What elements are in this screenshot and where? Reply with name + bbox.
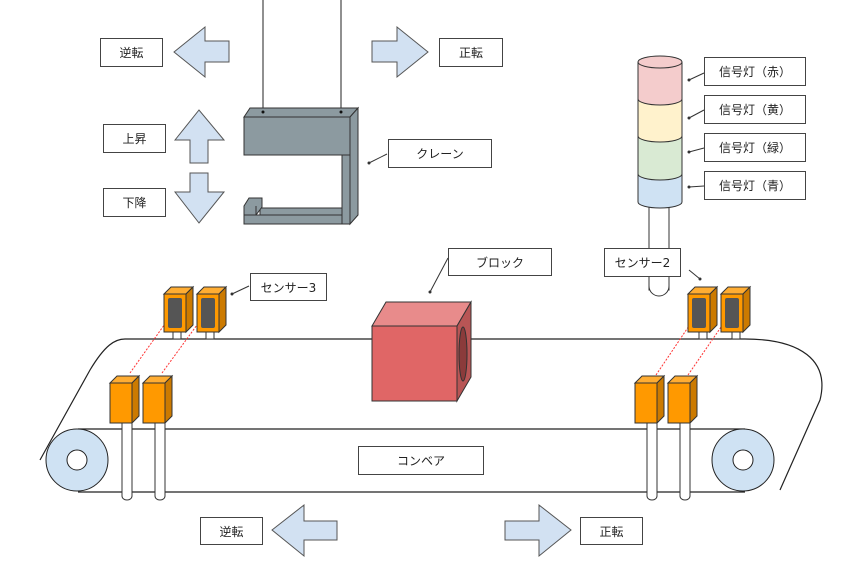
block [371, 300, 472, 403]
signal-light-yellow [637, 98, 683, 143]
crane-reverse-label: 逆転 [100, 38, 163, 67]
sensor3-emitter-2 [141, 374, 174, 425]
signal-blue-label: 信号灯（青） [704, 171, 806, 200]
conveyor-forward-label: 正転 [580, 517, 643, 545]
conveyor-forward-arrow[interactable] [504, 503, 572, 558]
crane-label-pointer [367, 153, 388, 165]
sensor3-receiver-2 [195, 285, 228, 334]
signal-yellow-label: 信号灯（黄） [704, 95, 806, 124]
crane-up-label: 上昇 [103, 124, 166, 153]
conveyor-reverse-arrow[interactable] [271, 503, 338, 558]
sensor2-receiver-2 [719, 285, 752, 334]
crane-up-arrow[interactable] [173, 109, 226, 164]
signal-red-label: 信号灯（赤） [704, 57, 806, 86]
sensor2-label: センサー2 [604, 248, 681, 277]
sensor2-emitter-1 [633, 374, 666, 425]
crane-label: クレーン [388, 139, 492, 168]
crane-reverse-arrow[interactable] [173, 25, 230, 79]
sensor3-receiver-1 [162, 285, 195, 334]
sensor2-receiver-1 [686, 285, 719, 334]
signal-green-label: 信号灯（緑） [704, 133, 806, 162]
crane [243, 106, 360, 226]
crane-down-label: 下降 [103, 188, 166, 217]
sensor3-label-pointer [230, 285, 250, 296]
signal-light-green [637, 135, 683, 181]
signal-light-blue [637, 173, 683, 209]
sensor2-emitter-2 [666, 374, 699, 425]
sensor2-beam-2 [687, 313, 731, 376]
crane-down-arrow[interactable] [173, 172, 226, 224]
conveyor [39, 338, 823, 493]
signal-tower [637, 55, 683, 297]
crane-forward-label: 正転 [439, 38, 503, 67]
crane-forward-arrow[interactable] [371, 25, 429, 79]
sensor3-label: センサー3 [250, 273, 327, 301]
conveyor-label: コンベア [358, 446, 484, 475]
sensor2-label-pointer [688, 269, 702, 281]
signal-light-red [637, 61, 683, 106]
conveyor-reverse-label: 逆転 [200, 517, 263, 545]
sensor3-emitter-1 [108, 374, 141, 425]
block-label: ブロック [448, 248, 552, 276]
block-label-pointer [428, 257, 449, 294]
